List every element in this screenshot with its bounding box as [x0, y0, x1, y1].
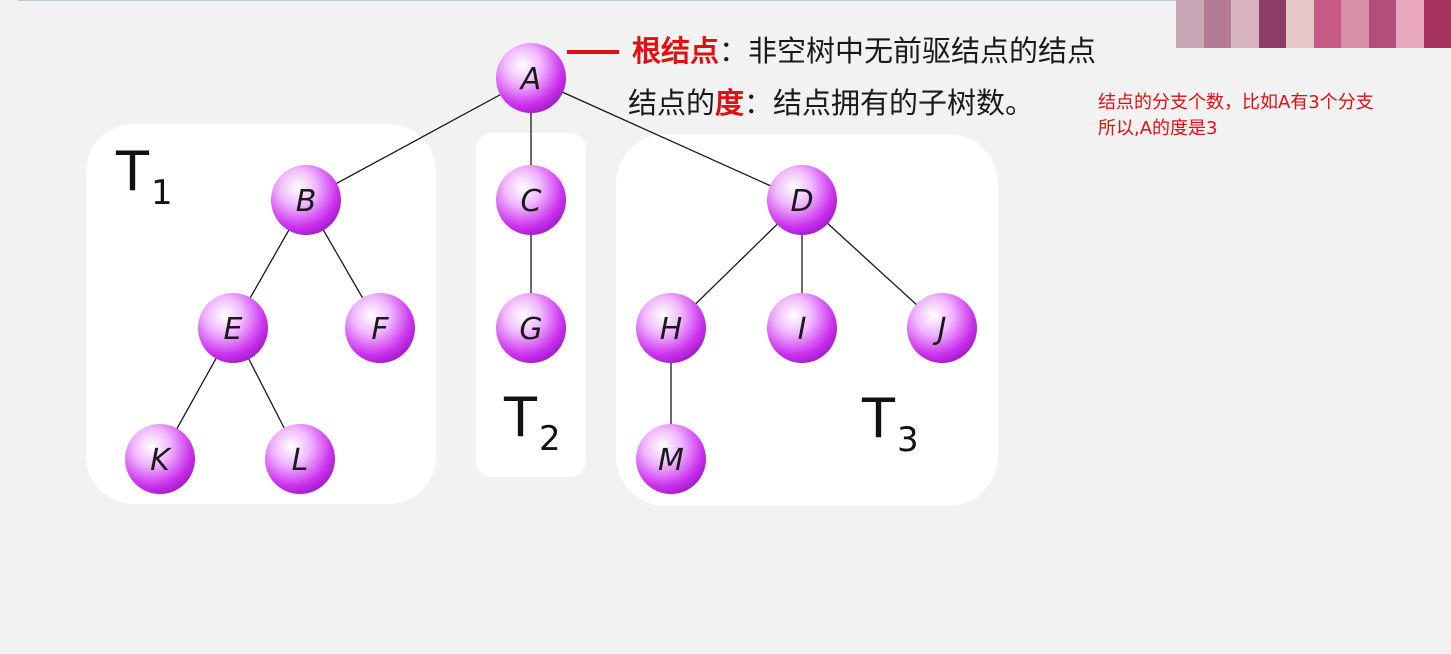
degree-prefix: 结点的	[628, 86, 716, 120]
avatar-block	[1176, 0, 1204, 48]
node-d: D	[767, 165, 837, 235]
edge-a-d	[530, 77, 803, 201]
avatar-block	[1396, 0, 1424, 48]
avatar-block	[1258, 0, 1286, 48]
svg-text:D: D	[790, 184, 813, 219]
svg-text:I: I	[798, 312, 807, 347]
svg-text:E: E	[224, 312, 243, 347]
node-b: B	[271, 165, 341, 235]
svg-text:C: C	[521, 184, 542, 219]
node-g: G	[496, 293, 566, 363]
root-text: 非空树中无前驱结点的结点	[748, 34, 1097, 68]
degree-note: 结点的分支个数，比如A有3个分支 所以,A的度是3	[1098, 90, 1450, 142]
node-i: I	[767, 293, 837, 363]
edge-a-b	[305, 77, 532, 201]
svg-text:F: F	[371, 312, 389, 347]
node-l: L	[265, 424, 335, 494]
subtree-t2-label: T2	[503, 386, 561, 459]
node-j: J	[907, 293, 977, 363]
blurred-avatar	[1176, 0, 1451, 48]
degree-term: 度	[715, 86, 745, 120]
avatar-block	[1286, 0, 1314, 48]
avatar-block	[1203, 0, 1231, 48]
svg-text:A: A	[519, 62, 542, 97]
node-m: M	[636, 424, 706, 494]
svg-text:G: G	[519, 312, 542, 347]
degree-note-line2: 所以,A的度是3	[1098, 118, 1218, 139]
degree-separator: ：	[744, 86, 774, 120]
node-a: A	[496, 43, 566, 113]
root-definition: 根结点：非空树中无前驱结点的结点	[632, 28, 1096, 70]
avatar-block	[1231, 0, 1259, 48]
svg-text:H: H	[660, 312, 683, 347]
svg-text:K: K	[150, 443, 172, 478]
degree-text: 结点拥有的子树数。	[773, 86, 1035, 120]
avatar-block	[1423, 0, 1451, 48]
svg-text:L: L	[292, 443, 309, 478]
node-f: F	[345, 293, 415, 363]
subtree-t3-label: T3	[861, 387, 919, 460]
degree-note-line1: 结点的分支个数，比如A有3个分支	[1098, 92, 1374, 113]
avatar-block	[1313, 0, 1341, 48]
root-term: 根结点	[632, 34, 720, 68]
svg-text:M: M	[658, 443, 684, 478]
avatar-block	[1341, 0, 1369, 48]
root-pointer-line	[567, 50, 619, 54]
root-separator: ：	[719, 34, 749, 68]
degree-definition: 结点的度：结点拥有的子树数。	[628, 80, 1034, 122]
avatar-block	[1368, 0, 1396, 48]
node-k: K	[125, 424, 195, 494]
svg-text:B: B	[296, 184, 317, 219]
node-h: H	[636, 293, 706, 363]
top-divider	[18, 0, 1178, 1]
node-c: C	[496, 165, 566, 235]
node-e: E	[198, 293, 268, 363]
subtree-t1-label: T1	[115, 140, 173, 213]
